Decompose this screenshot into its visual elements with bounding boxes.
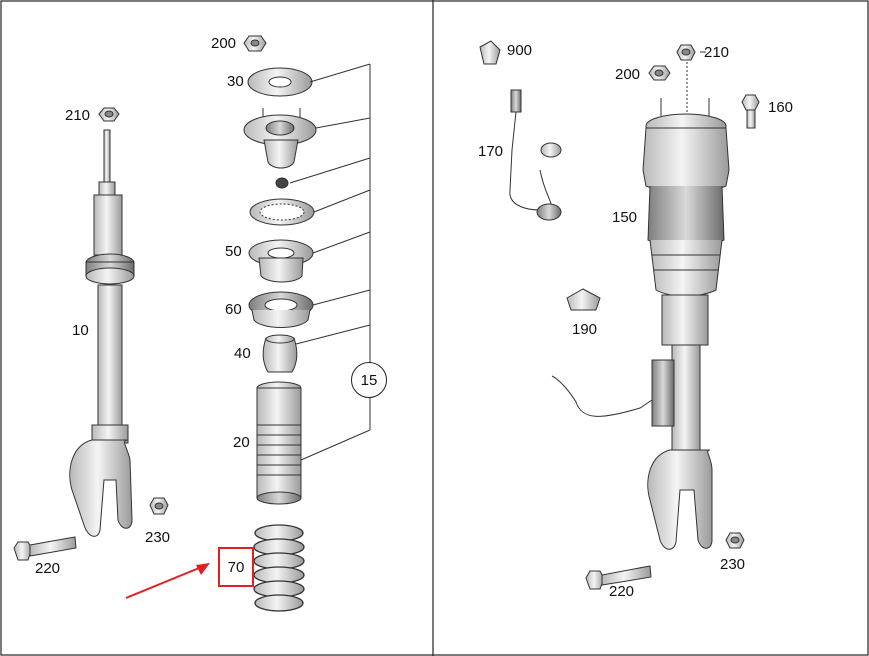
clip-190	[566, 288, 601, 311]
label-30: 30	[227, 73, 244, 90]
top-mount	[243, 108, 317, 169]
gasket-30	[247, 67, 313, 97]
strut-assembly-10	[69, 129, 135, 537]
label-40: 40	[234, 345, 251, 362]
label-50: 50	[225, 243, 242, 260]
wire-harness-170	[509, 89, 562, 221]
highlight-box-70: 70	[218, 547, 254, 587]
coil-spring-70	[253, 524, 305, 612]
label-230-right: 230	[720, 556, 746, 573]
nut-200-right	[648, 65, 671, 81]
nut-230-left	[149, 497, 169, 515]
bearing-ring	[249, 198, 315, 226]
label-10: 10	[72, 322, 89, 339]
sensor-900	[479, 40, 501, 65]
nut-210-right	[676, 44, 696, 61]
label-170: 170	[478, 143, 504, 160]
label-190: 190	[572, 321, 598, 338]
label-160: 160	[768, 99, 794, 116]
ring-60	[248, 291, 314, 328]
red-arrow	[125, 563, 210, 599]
label-210-right: 210	[704, 44, 730, 61]
label-60: 60	[225, 301, 242, 318]
label-150: 150	[612, 209, 638, 226]
label-210-left: 210	[65, 107, 91, 124]
label-200-right: 200	[615, 66, 641, 83]
label-220-left: 220	[35, 560, 61, 577]
spring-seat-50	[248, 239, 314, 283]
small-nut	[275, 177, 289, 189]
callout-circle-15: 15	[351, 362, 387, 398]
nut-230-right	[725, 532, 745, 549]
bolt-220-right	[585, 565, 652, 590]
air-strut-150	[551, 62, 730, 550]
label-900: 900	[507, 42, 533, 59]
dust-boot-20	[256, 381, 302, 505]
fitting-160	[741, 94, 760, 129]
label-20: 20	[233, 434, 250, 451]
label-220-right: 220	[609, 583, 635, 600]
bolt-220-left	[13, 536, 77, 561]
label-230-left: 230	[145, 529, 171, 546]
nut-200-left	[243, 35, 267, 52]
bump-stop-40	[262, 334, 298, 373]
label-200-left: 200	[211, 35, 237, 52]
nut-210-left	[98, 107, 120, 122]
